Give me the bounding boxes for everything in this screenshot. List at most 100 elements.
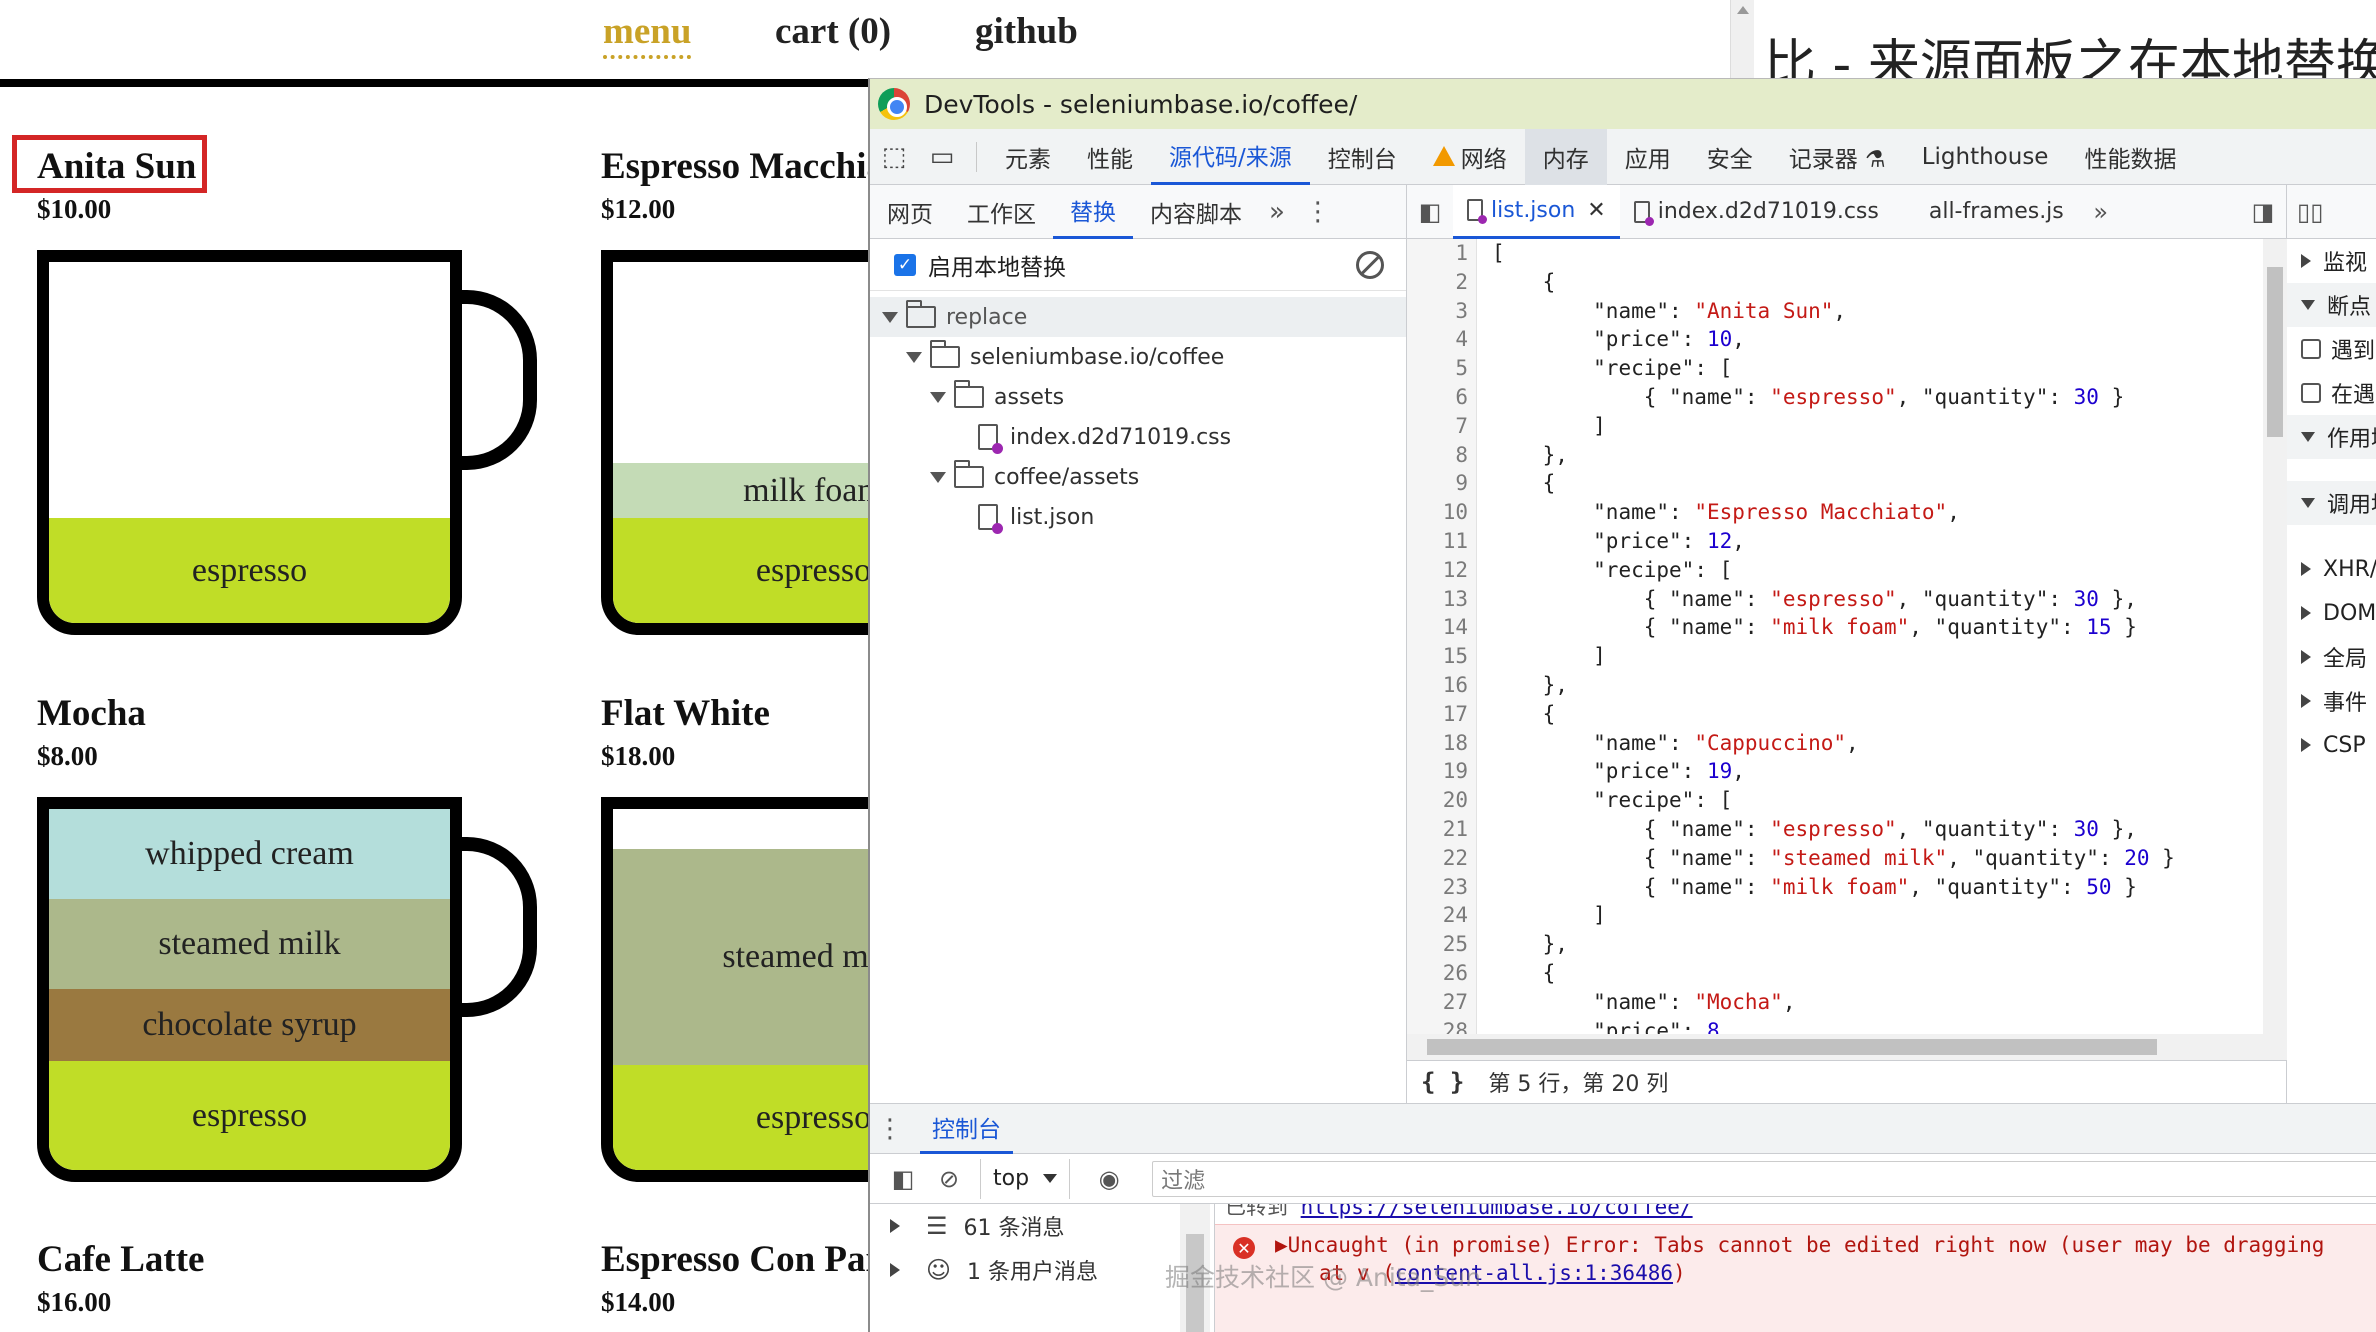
line-number[interactable]: 18 xyxy=(1442,730,1468,755)
code-line[interactable]: { xyxy=(1492,269,1556,294)
inspect-element-icon[interactable]: ⬚ xyxy=(881,141,907,172)
cup[interactable]: espresso xyxy=(37,250,462,635)
enable-overrides-checkbox[interactable]: ✓ xyxy=(894,253,916,276)
code-line[interactable]: ] xyxy=(1492,413,1606,438)
code-line[interactable]: "recipe": [ xyxy=(1593,557,1733,582)
devtools-titlebar[interactable]: DevTools - seleniumbase.io/coffee/ xyxy=(870,79,2376,129)
tree-folder[interactable]: coffee/assets xyxy=(870,457,1406,497)
code-line[interactable]: { xyxy=(1492,471,1556,496)
line-number[interactable]: 22 xyxy=(1442,845,1468,870)
cup-card[interactable]: Mocha $8.00 xyxy=(37,692,146,772)
checkbox[interactable] xyxy=(2301,339,2321,359)
code-line[interactable]: { "name": "espresso", "quantity": 30 }, xyxy=(1492,586,2137,611)
scrollbar-thumb[interactable] xyxy=(1427,1039,2157,1055)
code-line[interactable]: ] xyxy=(1492,644,1606,669)
scroll-up-icon[interactable] xyxy=(1737,6,1749,14)
console-filter-input[interactable]: 过滤 xyxy=(1152,1160,2376,1197)
nav-menu-link[interactable]: menu xyxy=(603,10,692,59)
debugger-section[interactable]: 断点 xyxy=(2287,283,2376,327)
editor-tab-list-json[interactable]: list.json ✕ xyxy=(1453,184,1620,239)
close-icon[interactable]: ✕ xyxy=(1587,197,1606,223)
tree-folder[interactable]: assets xyxy=(870,377,1406,417)
collapse-arrow-icon[interactable] xyxy=(2301,300,2315,310)
debugger-section[interactable]: 在遇 xyxy=(2287,371,2376,415)
debugger-section[interactable]: CSP xyxy=(2287,723,2376,767)
code-line[interactable]: }, xyxy=(1492,932,1568,957)
line-number[interactable]: 2 xyxy=(1455,269,1468,294)
code-line[interactable]: { "name": "espresso", "quantity": 30 }, xyxy=(1492,816,2137,841)
line-number[interactable]: 12 xyxy=(1442,557,1468,582)
debugger-section[interactable]: 调用堆 xyxy=(2287,481,2376,525)
line-number[interactable]: 7 xyxy=(1455,413,1468,438)
cup-card[interactable]: Anita Sun $10.00 xyxy=(37,145,196,225)
code-line[interactable]: "name": "Cappuccino", xyxy=(1593,730,1859,755)
source-link[interactable]: content-all.js:1:36486 xyxy=(1394,1261,1674,1285)
collapse-arrow-icon[interactable] xyxy=(2301,498,2315,508)
tab-performance-insights[interactable]: 性能数据 xyxy=(2084,146,2177,173)
tab-security[interactable]: 安全 xyxy=(1706,146,1753,173)
code-line[interactable]: "recipe": [ xyxy=(1593,356,1733,381)
line-number[interactable]: 14 xyxy=(1442,615,1468,640)
tab-elements[interactable]: 元素 xyxy=(1005,146,1051,173)
debugger-section[interactable]: XHR/ xyxy=(2287,547,2376,591)
background-scrollbar[interactable] xyxy=(1730,0,1754,80)
tab-lighthouse[interactable]: Lighthouse xyxy=(1921,143,2049,170)
line-number[interactable]: 6 xyxy=(1455,384,1468,409)
expand-arrow-icon[interactable] xyxy=(2301,254,2311,268)
tab-network[interactable]: 网络 xyxy=(1415,129,1525,185)
tab-workspace[interactable]: 工作区 xyxy=(967,201,1036,228)
code-line[interactable]: "price": 10, xyxy=(1593,327,1745,352)
pretty-print-icon[interactable]: { } xyxy=(1421,1068,1465,1096)
line-number[interactable]: 9 xyxy=(1455,471,1468,496)
vertical-scrollbar[interactable] xyxy=(2263,239,2287,1034)
cup[interactable]: whipped cream steamed milk chocolate syr… xyxy=(37,797,462,1182)
debugger-section[interactable]: 事件 xyxy=(2287,679,2376,723)
code-line[interactable]: "recipe": [ xyxy=(1593,788,1733,813)
expand-arrow-icon[interactable] xyxy=(2301,562,2311,576)
collapse-arrow-icon[interactable] xyxy=(2301,432,2315,442)
code-line[interactable]: "price": 8, xyxy=(1593,1018,1733,1034)
cup-card[interactable]: Espresso Macchiato $12.00 xyxy=(601,145,916,225)
debugger-section[interactable]: 遇到 xyxy=(2287,327,2376,371)
code-line[interactable]: "name": "Anita Sun", xyxy=(1593,298,1847,323)
line-number[interactable]: 1 xyxy=(1455,241,1468,265)
code-line[interactable]: { "name": "steamed milk", "quantity": 20… xyxy=(1492,845,2175,870)
tab-performance[interactable]: 性能 xyxy=(1087,146,1133,173)
code-line[interactable]: { "name": "espresso", "quantity": 30 } xyxy=(1492,384,2125,409)
sidebar-toggle-icon[interactable]: ◧ xyxy=(891,1164,915,1193)
expand-arrow-icon[interactable] xyxy=(2301,738,2311,752)
line-number[interactable]: 8 xyxy=(1455,442,1468,467)
toggle-debugger-icon[interactable]: ◨ xyxy=(2251,197,2275,226)
expand-arrow-icon[interactable] xyxy=(2301,650,2311,664)
line-number[interactable]: 10 xyxy=(1442,500,1468,525)
sidebar-scrollbar[interactable] xyxy=(1180,1204,1210,1332)
line-number[interactable]: 16 xyxy=(1442,672,1468,697)
cup-card[interactable]: Cafe Latte $16.00 xyxy=(37,1238,204,1318)
tree-file[interactable]: index.d2d71019.css xyxy=(870,417,1406,457)
expand-arrow-icon[interactable] xyxy=(2301,694,2311,708)
tree-folder[interactable]: replace xyxy=(870,297,1406,337)
user-messages-group[interactable]: ☺ 1 条用户消息 xyxy=(870,1248,1214,1292)
code-line[interactable]: "name": "Mocha", xyxy=(1593,989,1796,1014)
tree-folder[interactable]: seleniumbase.io/coffee xyxy=(870,337,1406,377)
line-number[interactable]: 5 xyxy=(1455,356,1468,381)
line-number[interactable]: 3 xyxy=(1455,298,1468,323)
tab-recorder[interactable]: 记录器 ⚗ xyxy=(1788,146,1886,173)
code-lines[interactable]: [ { "name": "Anita Sun", "price": 10, "r… xyxy=(1492,239,2175,1034)
messages-group[interactable]: ☰ 61 条消息 xyxy=(870,1204,1214,1248)
pause-icon[interactable]: ▯▯ xyxy=(2297,197,2324,226)
line-number[interactable]: 19 xyxy=(1442,759,1468,784)
code-line[interactable]: "price": 12, xyxy=(1593,528,1745,553)
line-number[interactable]: 23 xyxy=(1442,874,1468,899)
code-line[interactable]: { xyxy=(1492,701,1556,726)
line-number[interactable]: 27 xyxy=(1442,989,1468,1014)
code-line[interactable]: }, xyxy=(1492,672,1568,697)
scrollbar-thumb[interactable] xyxy=(2267,267,2283,437)
line-number[interactable]: 17 xyxy=(1442,701,1468,726)
line-number[interactable]: 20 xyxy=(1442,788,1468,813)
horizontal-scrollbar[interactable] xyxy=(1407,1034,2287,1060)
code-line[interactable]: ] xyxy=(1492,903,1606,928)
scrollbar-thumb[interactable] xyxy=(1186,1234,1204,1332)
code-line[interactable]: "name": "Espresso Macchiato", xyxy=(1593,500,1960,525)
